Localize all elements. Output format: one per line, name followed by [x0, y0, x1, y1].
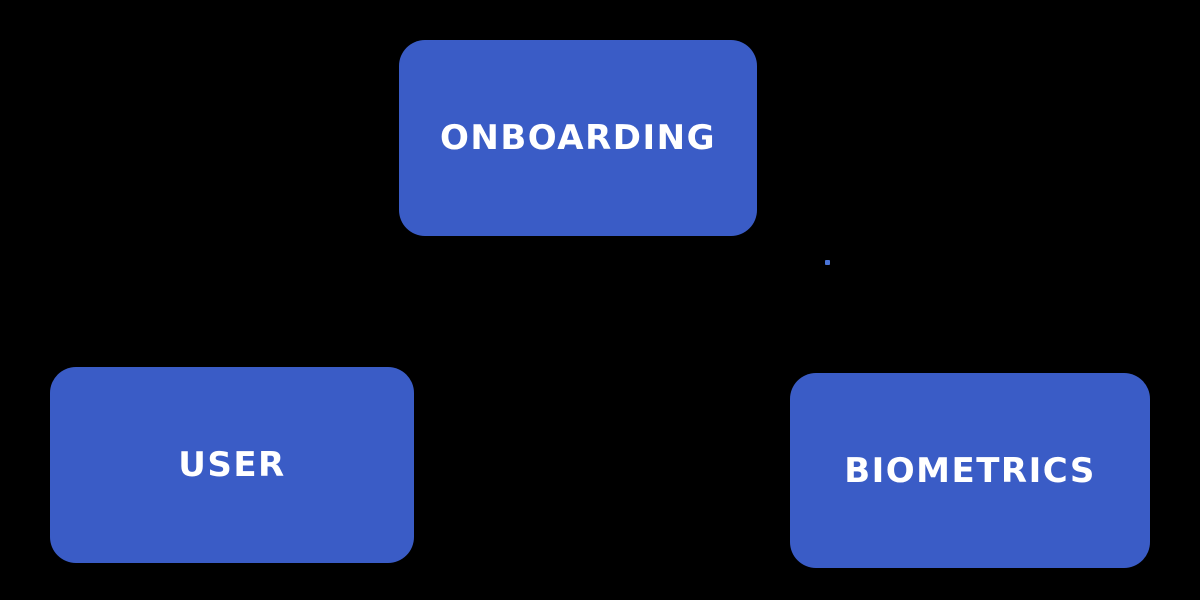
node-label-user: USER	[178, 445, 286, 485]
diagram-node-user[interactable]: USER	[50, 367, 414, 563]
diagram-node-onboarding[interactable]: ONBOARDING	[399, 40, 757, 236]
stray-connector-dot	[825, 260, 830, 265]
node-label-onboarding: ONBOARDING	[440, 118, 716, 158]
node-label-biometrics: BIOMETRICS	[844, 450, 1096, 491]
diagram-node-biometrics[interactable]: BIOMETRICS	[790, 373, 1150, 568]
